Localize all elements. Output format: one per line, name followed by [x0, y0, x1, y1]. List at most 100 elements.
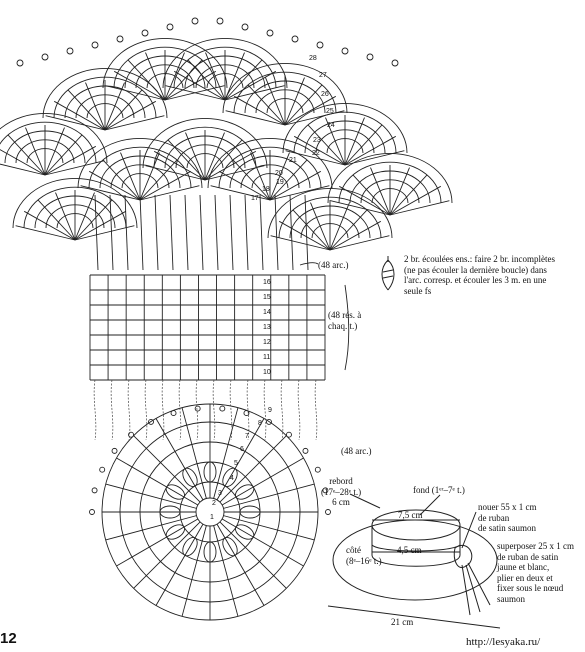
- fan-arc: [218, 146, 322, 189]
- side-mesh-grid: [89, 262, 350, 381]
- fan-stitch: [265, 77, 286, 126]
- fan-stitch: [85, 82, 106, 131]
- connecting-chains: [93, 379, 318, 441]
- fan-stitch: [15, 225, 76, 241]
- fan-stitch: [250, 152, 271, 201]
- fan-stitch: [105, 85, 166, 101]
- petal: [165, 484, 185, 500]
- fan-arc: [88, 146, 192, 189]
- band-width-label: 4,5 cm: [397, 545, 422, 555]
- row-number: 24: [327, 122, 335, 129]
- row-number: 28: [309, 55, 317, 62]
- scallop: [111, 447, 118, 454]
- fan-stitch: [278, 220, 331, 251]
- fan-stitch: [145, 165, 206, 181]
- picot: [241, 23, 249, 31]
- connector-chain: [280, 379, 284, 441]
- petal: [203, 541, 217, 563]
- fan-stitch: [269, 159, 308, 201]
- fan-stitch: [344, 124, 383, 166]
- source-url: http://lesyaka.ru/: [466, 636, 541, 648]
- picot: [116, 35, 124, 43]
- connector-chain: [110, 379, 114, 441]
- fan-arc: [162, 37, 288, 89]
- fan-stitch: [329, 202, 350, 251]
- row-number: 27: [319, 72, 327, 79]
- fan-stitch: [53, 100, 106, 131]
- fan-stitch: [370, 167, 391, 216]
- fan-stitch: [104, 115, 165, 131]
- fan-stitch: [44, 134, 83, 176]
- chain-strand: [109, 194, 114, 271]
- fan-stitch: [344, 150, 405, 166]
- row-number: 23: [313, 137, 321, 144]
- disc-spoke: [133, 521, 201, 589]
- fan-stitch: [44, 160, 105, 176]
- fan-stitch: [330, 200, 391, 216]
- cote-label: côté (8ᵉ–16ᵉ t.): [346, 545, 382, 566]
- ribbon-tails: [461, 562, 491, 616]
- fan-stitch: [104, 89, 143, 131]
- fan-stitch: [67, 89, 106, 131]
- connector-chain: [212, 379, 216, 441]
- fan-stitch: [344, 117, 365, 166]
- fan-stitch: [113, 70, 166, 101]
- fan-stitch: [74, 192, 95, 241]
- double-stitch-note: 2 br. écoulées ens.: faire 2 br. incompl…: [404, 254, 555, 296]
- fan-stitch: [329, 235, 390, 251]
- fan-arc: [142, 117, 268, 169]
- fan-stitch: [88, 170, 141, 201]
- disc-spoke: [213, 525, 239, 617]
- picot: [341, 47, 349, 55]
- disc-spoke: [181, 407, 207, 499]
- fan-stitch: [389, 167, 410, 216]
- petal: [222, 467, 238, 487]
- petal: [239, 505, 261, 519]
- row-number: 7: [245, 433, 249, 440]
- fan-arc: [173, 46, 277, 89]
- scallop: [170, 410, 177, 417]
- picot: [66, 47, 74, 55]
- connector-chain: [246, 379, 250, 441]
- fan-stitch: [344, 135, 397, 166]
- connector-chain: [297, 379, 301, 441]
- scallop: [314, 466, 321, 473]
- fan-stitch: [164, 70, 217, 101]
- ribbon-note-2: superposer 25 x 1 cm de ruban de satin j…: [497, 541, 574, 604]
- scallop: [91, 487, 98, 494]
- hat-sketch: [327, 493, 501, 629]
- repeats-label: (48 rés. à chaq. t.): [328, 310, 362, 331]
- symbol-curve: [381, 259, 395, 291]
- row-number: 4: [230, 475, 234, 482]
- row-number: 11: [263, 354, 271, 361]
- row-number: 12: [263, 339, 271, 346]
- fan-stitch: [7, 134, 46, 176]
- brim-fan-pattern: [0, 17, 453, 271]
- picot: [366, 53, 374, 61]
- fan-arc: [338, 161, 442, 204]
- fan-arc: [77, 137, 203, 189]
- fan-stitch: [127, 59, 166, 101]
- fan-stitch: [139, 185, 200, 201]
- fan-arc: [207, 137, 333, 189]
- fan-stitch: [139, 159, 178, 201]
- crown-disc-pattern: [89, 403, 331, 621]
- fan-arc: [222, 62, 348, 114]
- fan-stitch: [269, 170, 322, 201]
- arc-pointer: [299, 262, 319, 266]
- disc-spoke: [223, 515, 315, 541]
- picot: [216, 17, 224, 25]
- connector-chain: [144, 379, 148, 441]
- row-number: 2: [212, 500, 216, 507]
- chain-strand: [259, 194, 264, 271]
- row-number: 14: [263, 309, 271, 316]
- picot: [141, 29, 149, 37]
- chain-strand: [244, 194, 249, 271]
- scallop: [286, 431, 292, 438]
- row-number: 6: [240, 446, 244, 453]
- chain-strand: [139, 194, 144, 271]
- top-arcs-label: (48 arc.): [318, 260, 349, 270]
- fan-stitch: [139, 170, 192, 201]
- fan-stitch: [293, 135, 346, 166]
- scallop: [302, 447, 309, 454]
